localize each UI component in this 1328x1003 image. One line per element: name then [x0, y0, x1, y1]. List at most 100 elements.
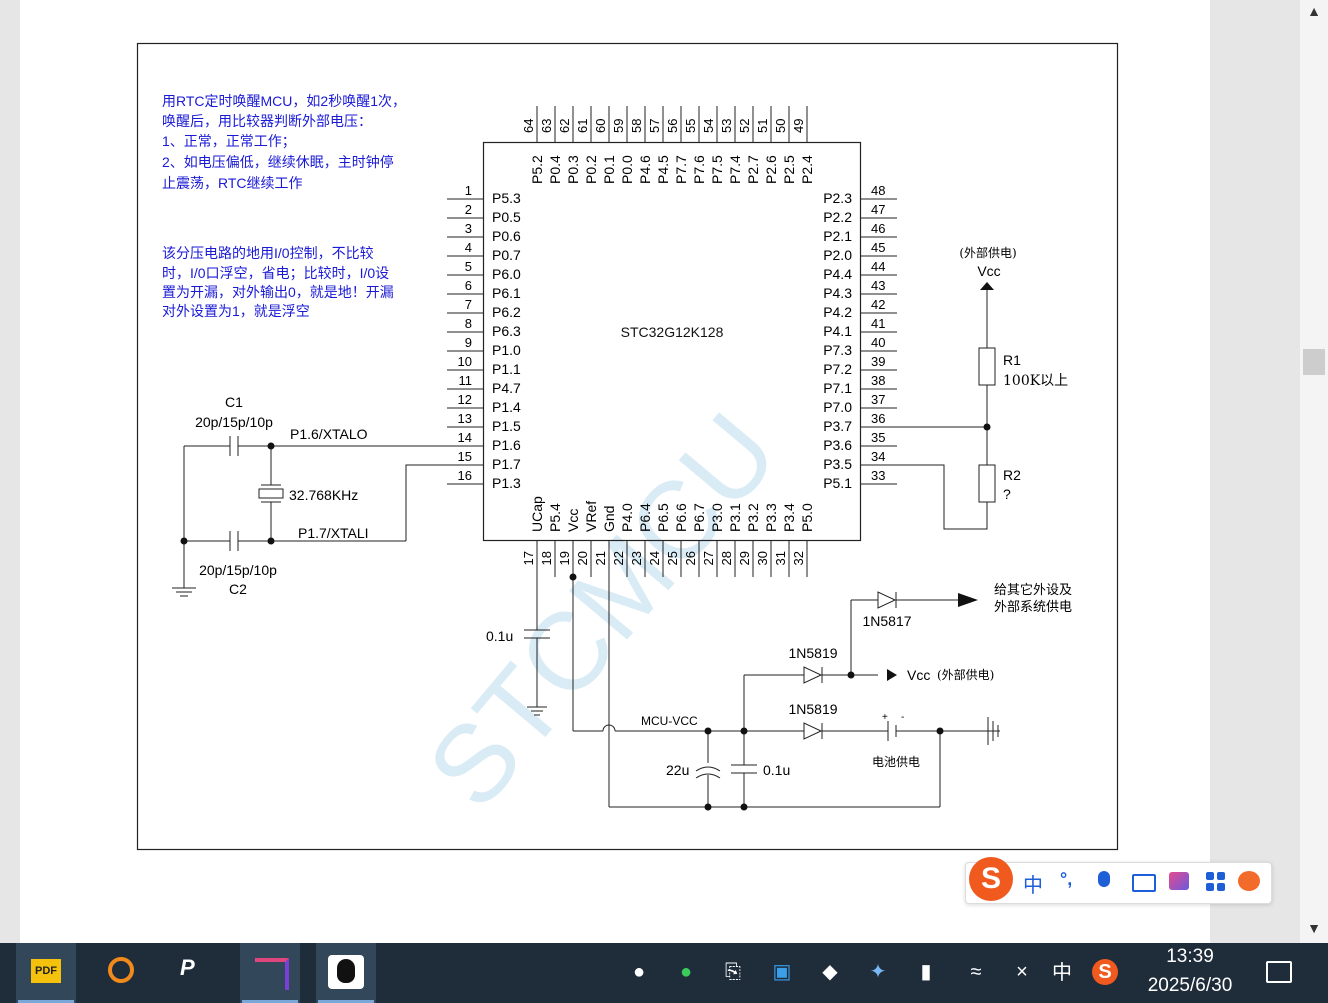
pin-number: 17	[521, 551, 536, 565]
schematic-diagram: STCMCU 用RTC定时唤醒MCU，如2秒唤醒1次， 唤醒后，用比较器判断外部…	[136, 42, 1119, 851]
pin-number: 27	[701, 551, 716, 565]
clock-time[interactable]: 13:39	[1166, 946, 1214, 967]
pin-number: 59	[611, 119, 626, 133]
security-shield-icon[interactable]: ◆	[822, 961, 838, 983]
pin-number: 34	[871, 449, 885, 464]
diode-1n5817	[877, 591, 897, 609]
diode-1n5817-label: 1N5817	[862, 613, 911, 629]
xtali-net-label: P1.7/XTALI	[298, 525, 369, 541]
pin-name: P0.1	[601, 155, 617, 184]
ime-punctuation-toggle[interactable]: °,	[1060, 869, 1073, 889]
taskbar-app-qq[interactable]	[316, 943, 376, 1003]
supply-note-line2: 外部系统供电	[994, 600, 1072, 615]
skin-icon[interactable]	[1169, 872, 1189, 890]
pin-number: 4	[465, 240, 472, 255]
taskbar-app-pcan[interactable]: P	[166, 943, 226, 1003]
pin-name: P7.6	[691, 155, 707, 184]
pin-name: P1.4	[492, 399, 521, 415]
pin-name: P5.1	[823, 475, 852, 491]
mascot-icon[interactable]	[1238, 871, 1260, 891]
pin-number: 35	[871, 430, 885, 445]
notification-icon[interactable]	[1266, 961, 1292, 983]
sogou-logo-icon[interactable]: S	[969, 857, 1013, 901]
sogou-tray-icon[interactable]: S	[1092, 959, 1118, 985]
pin-number: 37	[871, 392, 885, 407]
pin-number: 20	[575, 551, 590, 565]
keyboard-icon[interactable]	[1132, 874, 1156, 892]
pin-name: P3.2	[745, 503, 761, 532]
apps-icon[interactable]	[1206, 872, 1226, 892]
pin-number: 25	[665, 551, 680, 565]
drawing-frame	[136, 42, 1119, 851]
pin-name: P7.5	[709, 155, 725, 184]
pin-name: P1.0	[492, 342, 521, 358]
pin-name: P0.2	[583, 155, 599, 184]
pin-name: P3.3	[763, 503, 779, 532]
crystal-label: 32.768KHz	[289, 487, 358, 503]
note-line: 该分压电路的地用I/0控制，不比较	[162, 245, 374, 261]
pin-number: 23	[629, 551, 644, 565]
network-app-icon[interactable]: ▣	[772, 961, 792, 983]
battery-minus: -	[901, 712, 904, 723]
battery-icon[interactable]: ▮	[920, 961, 932, 983]
pin-name: P0.0	[619, 155, 635, 184]
pin-number: 6	[465, 278, 472, 293]
pin-name: P0.5	[492, 209, 521, 225]
scroll-thumb[interactable]	[1303, 349, 1325, 375]
pin-number: 28	[719, 551, 734, 565]
voltage-divider	[897, 290, 996, 530]
ime-toolbar: S 中 °,	[965, 857, 1272, 904]
pin-name: P2.6	[763, 155, 779, 184]
vertical-scrollbar[interactable]	[1300, 0, 1328, 943]
pin-number: 55	[683, 119, 698, 133]
c1-value: 20p/15p/10p	[195, 414, 273, 430]
diode-1n5819-lower-label: 1N5819	[788, 701, 837, 717]
note-line: 唤醒后，用比较器判断外部电压：	[162, 113, 372, 129]
taskbar-app-layers[interactable]	[240, 943, 300, 1003]
pin-name: P3.7	[823, 418, 852, 434]
wechat-icon[interactable]: ●	[679, 961, 693, 983]
pin-name: P0.6	[492, 228, 521, 244]
pin-number: 22	[611, 551, 626, 565]
pin-number: 50	[773, 119, 788, 133]
diode-symbols	[803, 591, 897, 740]
ime-language-toggle[interactable]: 中	[1023, 873, 1043, 897]
pin-number: 45	[871, 240, 885, 255]
pin-number: 62	[557, 119, 572, 133]
wifi-icon[interactable]: ≈	[970, 961, 982, 983]
language-indicator[interactable]: 中	[1052, 960, 1072, 984]
pin-name: P1.1	[492, 361, 521, 377]
clock-date[interactable]: 2025/6/30	[1147, 975, 1233, 996]
pin-number: 38	[871, 373, 885, 388]
microphone-icon[interactable]	[1098, 871, 1110, 887]
layers-app-icon	[255, 958, 289, 990]
pin-name: P2.3	[823, 190, 852, 206]
pin-name: P5.4	[547, 503, 563, 532]
printer-icon[interactable]: ⎘	[725, 961, 741, 983]
volume-muted-icon[interactable]: ×	[1016, 961, 1028, 983]
taskbar-app-search[interactable]	[92, 943, 152, 1003]
pin-number: 60	[593, 119, 608, 133]
pin-number: 3	[465, 221, 472, 236]
pin-name: P3.0	[709, 503, 725, 532]
crystal-circuit	[172, 436, 447, 597]
qq-tray-icon[interactable]: ●	[632, 961, 646, 983]
bluetooth-tool-icon[interactable]: ✦	[869, 961, 887, 983]
power-circuit	[524, 577, 1000, 808]
r2-label: R2	[1003, 467, 1021, 483]
pin-number: 42	[871, 297, 885, 312]
scroll-down-icon[interactable]: ▼	[1307, 920, 1321, 936]
taskbar-app-pdf[interactable]: PDF	[16, 943, 76, 1003]
pin-number: 63	[539, 119, 554, 133]
pin-name: P5.3	[492, 190, 521, 206]
pin-name: P4.0	[619, 503, 635, 532]
top-pins: 64P5.263P0.462P0.361P0.260P0.159P0.058P4…	[521, 106, 815, 184]
pin-name: P2.5	[781, 155, 797, 184]
pin-number: 18	[539, 551, 554, 565]
pin-name: P3.6	[823, 437, 852, 453]
c2-label: C2	[229, 581, 247, 597]
pin-number: 1	[465, 183, 472, 198]
pin-number: 19	[557, 551, 572, 565]
scroll-up-icon[interactable]: ▲	[1307, 3, 1321, 19]
pin-number: 30	[755, 551, 770, 565]
